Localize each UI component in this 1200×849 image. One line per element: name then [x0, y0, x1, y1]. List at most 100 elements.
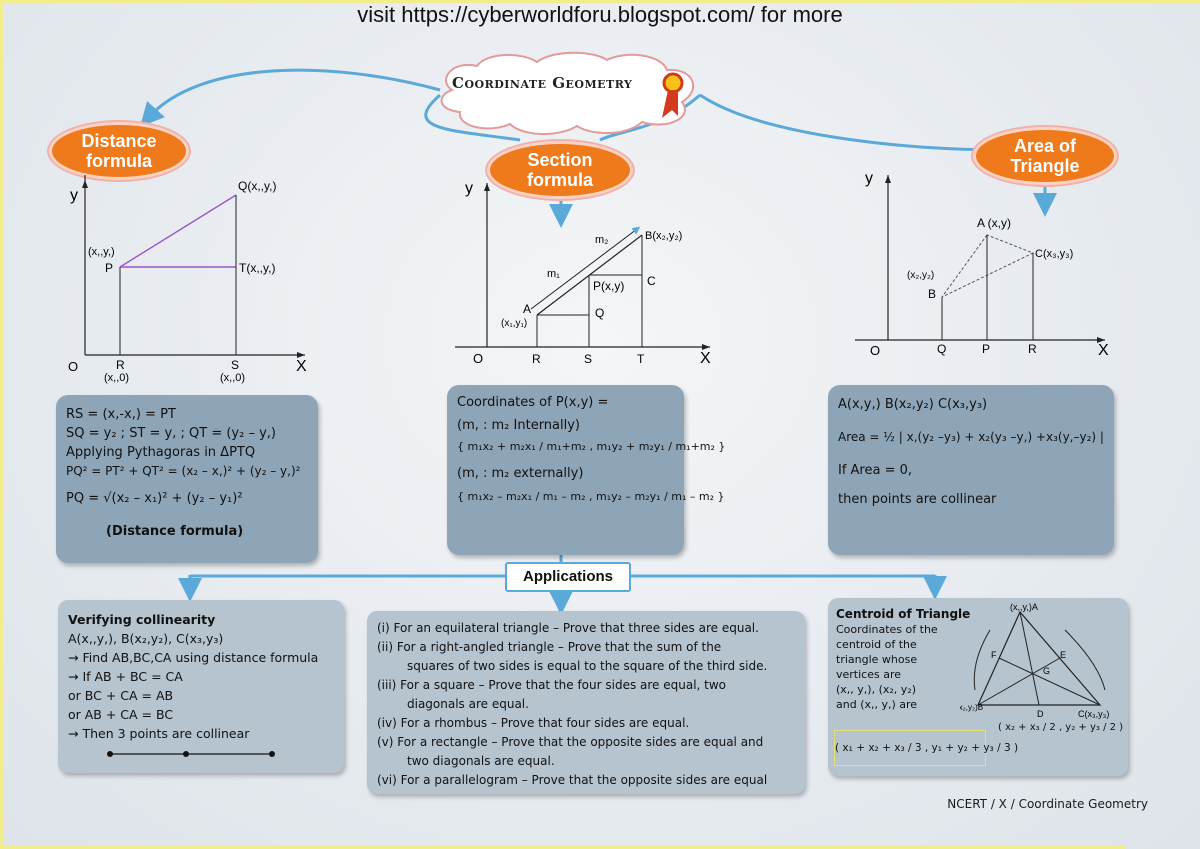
app-item-6: (vi) For a parallelogram – Prove that th… — [377, 773, 768, 787]
tri-b-label: (x₂,y₂)B — [960, 703, 983, 712]
centroid-heading: Centroid of Triangle — [836, 607, 971, 621]
dist-line-4: PQ² = PT² + QT² = (x₂ – x,)² + (y₂ – y,)… — [66, 464, 301, 478]
top-border — [0, 0, 1200, 3]
distance-graph: y X O Q(x,,y,) (x,,y,) P T(x,,y,) R (x,,… — [68, 175, 307, 384]
app-item-3: (iii) For a square – Prove that the four… — [377, 678, 727, 692]
sec-r-label: R — [532, 352, 541, 366]
left-border — [0, 0, 3, 849]
curve-right-section — [599, 93, 701, 142]
tri-g-label: G — [1043, 666, 1050, 676]
centroid-line-1: Coordinates of the — [836, 623, 938, 636]
collinear-heading: Verifying collinearity — [68, 612, 216, 627]
area-p-label: P — [982, 342, 990, 356]
dist-x-label: X — [296, 358, 307, 375]
area-o-label: O — [870, 343, 880, 358]
sec-line-2: (m, : m₂ Internally) — [457, 418, 580, 433]
centroid-line-3: triangle whose — [836, 653, 918, 666]
centroid-line-4: vertices are — [836, 668, 902, 681]
sec-b-label: B(x₂,y₂) — [645, 230, 682, 242]
collinearity-box: Verifying collinearity A(x,,y,), B(x₂,y₂… — [58, 600, 344, 773]
dist-line-5: PQ = √(x₂ – x₁)² + (y₂ – y₁)² — [66, 491, 243, 506]
tri-c-label: C(x₃,y₃) — [1078, 709, 1109, 719]
sec-line-1: Coordinates of P(x,y) = — [457, 395, 609, 410]
centroid-side-formula: ( x₂ + x₃ / 2 , y₂ + y₃ / 2 ) — [998, 722, 1124, 733]
centroid-line-6: and (x,, y,) are — [836, 698, 918, 711]
app-item-5b: two diagonals are equal. — [407, 754, 555, 768]
app-item-3b: diagonals are equal. — [407, 697, 529, 711]
dist-line-3: Applying Pythagoras in ΔPTQ — [66, 445, 256, 460]
collinear-line-1: A(x,,y,), B(x₂,y₂), C(x₃,y₃) — [68, 631, 224, 646]
area-line-1: A(x,y,) B(x₂,y₂) C(x₃,y₃) — [838, 397, 988, 412]
sec-x-label: X — [700, 350, 711, 367]
pill-section-formula: Section formula — [490, 144, 630, 196]
dist-s2-label: (x,,0) — [220, 372, 245, 384]
dist-r-label: R — [116, 358, 125, 372]
app-item-2b: squares of two sides is equal to the squ… — [407, 659, 768, 673]
visit-link-text[interactable]: visit https://cyberworldforu.blogspot.co… — [357, 2, 843, 27]
dist-line-1: RS = (x,-x,) = PT — [66, 407, 176, 422]
centroid-formula: ( x₁ + x₂ + x₃ / 3 , y₁ + y₂ + y₃ / 3 ) — [834, 730, 1018, 766]
area-a-label: A (x,y) — [977, 216, 1011, 230]
area-line-4: then points are collinear — [838, 492, 997, 507]
area-graph: y X O A (x,y) (x₂,y₂) B C(x₃,y₃) Q P R — [855, 170, 1109, 359]
pill-area-of-triangle: Area of Triangle — [976, 130, 1114, 182]
dist-t-label: T(x,,y,) — [239, 261, 275, 275]
sec-line-4: (m, : m₂ externally) — [457, 466, 584, 481]
curve-left-section — [424, 93, 521, 142]
tri-f-label: F — [991, 650, 997, 660]
collinear-line-6: → Then 3 points are collinear — [68, 726, 250, 741]
sec-t-label: T — [637, 352, 645, 366]
footer-caption: NCERT / X / Coordinate Geometry — [947, 797, 1148, 811]
centroid-line-2: centroid of the — [836, 638, 917, 651]
area-y-label: y — [865, 170, 873, 187]
distance-formula-box: RS = (x,-x,) = PT SQ = y₂ ; ST = y, ; QT… — [56, 395, 318, 563]
sec-q-label: Q — [595, 306, 604, 320]
area-x-label: X — [1098, 342, 1109, 359]
area-r-label: R — [1028, 342, 1037, 356]
app-item-2: (ii) For a right-angled triangle – Prove… — [377, 640, 722, 654]
applications-list-box: (i) For an equilateral triangle – Prove … — [367, 611, 805, 794]
area-line-3: If Area = 0, — [838, 463, 913, 478]
tri-e-label: E — [1060, 650, 1066, 660]
centroid-box: Centroid of Triangle Coordinates of the … — [828, 598, 1128, 776]
sec-c-label: C — [647, 274, 656, 288]
area-line-2: Area = ½ | x,(y₂ –y₃) + x₂(y₃ –y,) +x₃(y… — [838, 430, 1104, 444]
sec-line-5: { m₁x₂ – m₂x₁ / m₁ – m₂ , m₁y₂ – m₂y₁ / … — [457, 490, 725, 503]
centroid-line-5: (x,, y,), (x₂, y₂) — [836, 683, 916, 696]
dist-r2-label: (x,,0) — [104, 372, 129, 384]
collinear-line-4: or BC + CA = AB — [68, 688, 174, 703]
area-c-label: C(x₃,y₃) — [1035, 248, 1073, 260]
area-formula-box: A(x,y,) B(x₂,y₂) C(x₃,y₃) Area = ½ | x,(… — [828, 385, 1114, 555]
sec-line-3: { m₁x₂ + m₂x₁ / m₁+m₂ , m₁y₂ + m₂y₁ / m₁… — [457, 440, 726, 453]
arrow-to-distance — [139, 68, 441, 127]
sec-a-label: A — [523, 302, 531, 316]
dist-y-label: y — [70, 187, 78, 204]
app-item-5: (v) For a rectangle – Prove that the opp… — [377, 735, 764, 749]
tri-a-label: (x,,y,)A — [1010, 602, 1038, 612]
dist-line-2: SQ = y₂ ; ST = y, ; QT = (y₂ – y,) — [66, 426, 276, 441]
dist-q-label: Q(x,,y,) — [238, 179, 276, 193]
area-q-label: Q — [937, 342, 946, 356]
section-formula-box: Coordinates of P(x,y) = (m, : m₂ Interna… — [447, 385, 726, 555]
app-item-1: (i) For an equilateral triangle – Prove … — [377, 621, 759, 635]
arrow-to-area — [699, 93, 1022, 162]
sec-p-label: P(x,y) — [593, 279, 624, 293]
sec-m2-label: m₂ — [595, 234, 608, 246]
section-graph: y X O B(x₂,y₂) m₂ m₁ P(x,y) C A (x₁,y₁) … — [455, 180, 711, 367]
collinear-line-5: or AB + CA = BC — [68, 707, 174, 722]
collinear-line-2: → Find AB,BC,CA using distance formula — [68, 650, 319, 665]
dist-p1-label: (x,,y,) — [88, 246, 115, 258]
page-title: Coordinate Geometry — [452, 74, 633, 92]
sec-o-label: O — [473, 351, 483, 366]
sec-a2-label: (x₁,y₁) — [501, 318, 527, 329]
app-item-4: (iv) For a rhombus – Prove that four sid… — [377, 716, 690, 730]
dist-line-6: (Distance formula) — [106, 524, 244, 539]
tri-d-label: D — [1037, 709, 1044, 719]
centroid-triangle-diagram: (x,,y,)A (x₂,y₂)B C(x₃,y₃) D E F G — [960, 602, 1109, 719]
dist-s-label: S — [231, 358, 239, 372]
sec-m1-label: m₁ — [547, 268, 560, 280]
area-b1-label: (x₂,y₂) — [907, 270, 934, 281]
bottom-border — [0, 845, 1125, 849]
